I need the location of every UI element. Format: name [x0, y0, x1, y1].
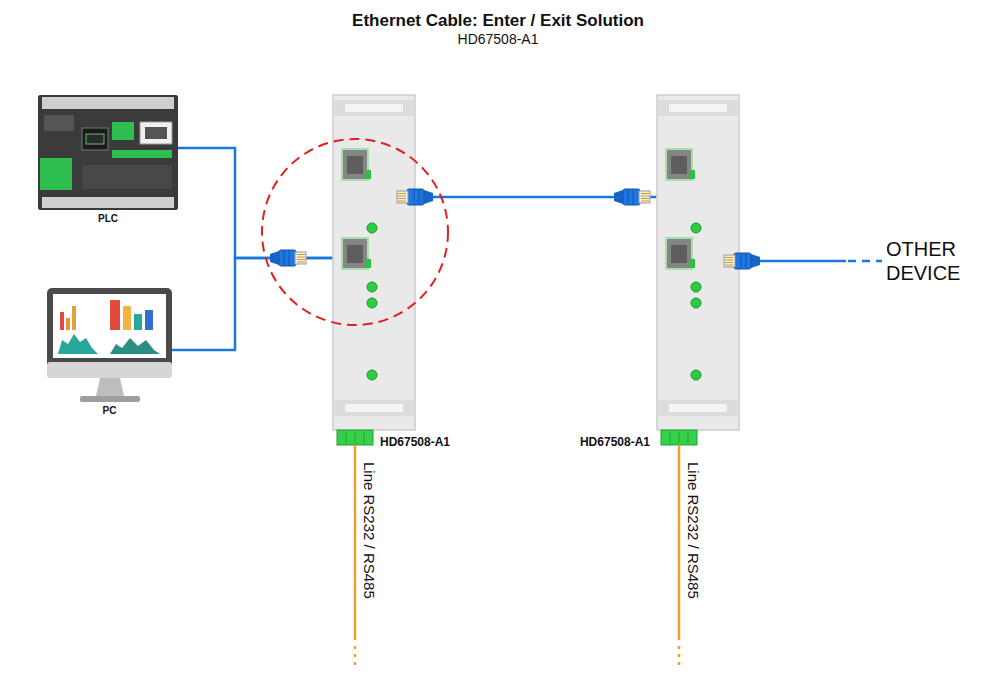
pc-device: PC	[47, 288, 172, 378]
plc-illustration-part	[40, 158, 72, 190]
pc-illustration-part	[80, 396, 140, 402]
plc-illustration-part	[86, 134, 104, 144]
device-label: OTHER DEVICE	[886, 237, 984, 285]
highlight-circle	[262, 139, 448, 325]
plc-illustration	[38, 95, 178, 210]
pc-illustration-part	[47, 362, 172, 378]
device-label: PLC	[38, 213, 178, 225]
pc-illustration-part	[66, 318, 70, 330]
pc-illustration-part	[110, 300, 120, 330]
pc-illustration	[47, 288, 172, 402]
pc-illustration-part	[110, 338, 160, 354]
device-label: PC	[47, 405, 172, 417]
plc-illustration-part	[145, 127, 167, 139]
ethernet-cable	[178, 148, 333, 258]
rj45-plug	[614, 189, 650, 205]
plc-illustration-part	[112, 122, 134, 140]
model-subtitle: HD67508-A1	[0, 31, 996, 47]
pc-illustration-part	[58, 334, 98, 354]
plc-illustration-part	[38, 95, 178, 210]
serial-line-label: Line RS232 / RS485	[361, 462, 377, 599]
device-label: HD67508-A1	[580, 435, 650, 449]
gateway-device: HD67508-A1	[657, 95, 737, 430]
gateway-device: HD67508-A1	[333, 95, 415, 430]
plc-illustration-part	[140, 122, 172, 144]
plc-device: PLC	[38, 95, 178, 210]
pc-illustration-part	[60, 312, 64, 330]
pc-illustration-part	[134, 314, 142, 330]
diagram-title: Ethernet Cable: Enter / Exit Solution	[0, 11, 996, 31]
pc-illustration-part	[123, 306, 131, 330]
plc-illustration-part	[44, 115, 74, 131]
plc-illustration-part	[82, 128, 108, 150]
pc-illustration-part	[145, 310, 153, 330]
serial-line	[678, 445, 681, 640]
plc-illustration-part	[42, 197, 174, 208]
serial-line-label: Line RS232 / RS485	[685, 462, 701, 599]
other-device: OTHER DEVICE	[884, 235, 986, 287]
plc-illustration-part	[82, 165, 172, 189]
rj45-plug	[270, 250, 306, 266]
serial-line	[354, 445, 357, 640]
rj45-plug	[397, 189, 433, 205]
gateway-housing	[657, 95, 739, 445]
cable-dashed	[848, 260, 882, 263]
rj45-plug	[724, 253, 760, 269]
plc-illustration-part	[42, 97, 174, 109]
pc-illustration-part	[96, 378, 124, 396]
pc-illustration-part	[47, 288, 172, 378]
ethernet-cable	[172, 258, 333, 350]
device-label: HD67508-A1	[380, 435, 450, 449]
cable-gap	[846, 255, 886, 267]
gateway-housing	[333, 95, 415, 445]
plc-illustration-part	[112, 150, 172, 158]
serial-line-dotted	[354, 646, 357, 670]
pc-illustration-part	[53, 294, 166, 358]
serial-line-dotted	[678, 646, 681, 670]
pc-illustration-part	[72, 306, 76, 330]
